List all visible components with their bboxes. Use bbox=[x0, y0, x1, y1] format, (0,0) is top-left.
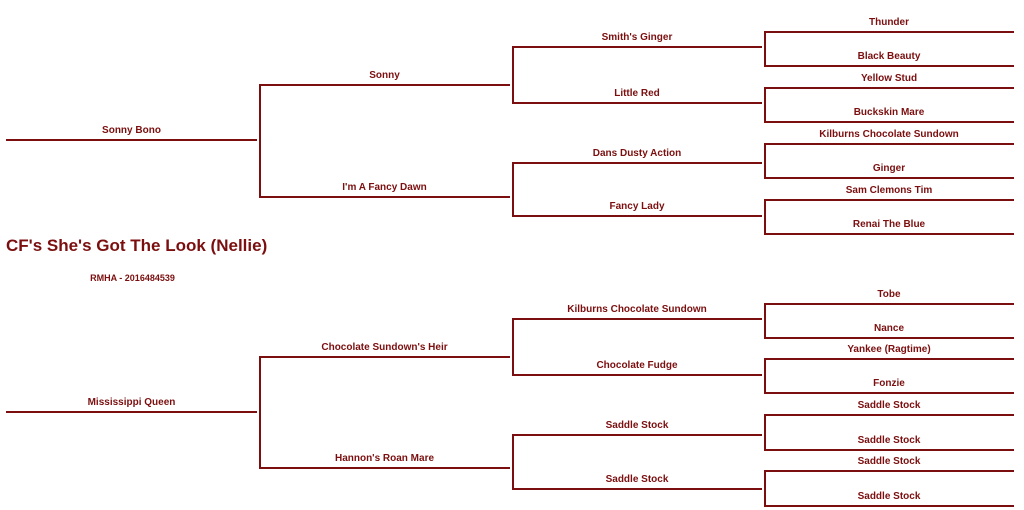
great-great-grandparent-line bbox=[764, 65, 1014, 67]
grandparent-line bbox=[259, 467, 510, 469]
great-great-grandparent-name: Renai The Blue bbox=[852, 219, 926, 230]
great-grandparent-line bbox=[512, 215, 762, 217]
grandparent-name: Hannon's Roan Mare bbox=[334, 453, 435, 464]
bracket-connector bbox=[764, 470, 766, 507]
great-grandparent-name: Smith's Ginger bbox=[601, 32, 673, 43]
great-grandparent-line bbox=[512, 162, 762, 164]
bracket-connector bbox=[259, 356, 261, 469]
great-grandparent-name: Kilburns Chocolate Sundown bbox=[567, 304, 707, 315]
grandparent-line bbox=[259, 356, 510, 358]
great-great-grandparent-line bbox=[764, 177, 1014, 179]
great-great-grandparent-line bbox=[764, 505, 1014, 507]
great-grandparent-name: Saddle Stock bbox=[605, 420, 669, 431]
bracket-connector bbox=[764, 303, 766, 339]
great-great-grandparent-line bbox=[764, 31, 1014, 33]
great-great-grandparent-name: Fonzie bbox=[873, 378, 905, 389]
great-great-grandparent-name: Buckskin Mare bbox=[853, 107, 925, 118]
great-grandparent-name: Fancy Lady bbox=[609, 201, 665, 212]
great-grandparent-line bbox=[512, 46, 762, 48]
great-great-grandparent-line bbox=[764, 337, 1014, 339]
great-grandparent-name: Chocolate Fudge bbox=[596, 360, 678, 371]
great-great-grandparent-line bbox=[764, 392, 1014, 394]
grandparent-line bbox=[259, 196, 510, 198]
great-grandparent-name: Little Red bbox=[614, 88, 660, 99]
great-great-grandparent-line bbox=[764, 449, 1014, 451]
great-great-grandparent-name: Sam Clemons Tim bbox=[845, 185, 933, 196]
great-grandparent-line bbox=[512, 318, 762, 320]
great-great-grandparent-name: Saddle Stock bbox=[857, 456, 921, 467]
great-great-grandparent-name: Thunder bbox=[869, 17, 909, 28]
great-grandparent-line bbox=[512, 102, 762, 104]
parent-name: Sonny Bono bbox=[102, 125, 161, 136]
great-great-grandparent-line bbox=[764, 414, 1014, 416]
great-great-grandparent-name: Saddle Stock bbox=[857, 435, 921, 446]
great-great-grandparent-line bbox=[764, 303, 1014, 305]
great-great-grandparent-line bbox=[764, 121, 1014, 123]
great-great-grandparent-line bbox=[764, 87, 1014, 89]
great-great-grandparent-line bbox=[764, 143, 1014, 145]
bracket-connector bbox=[512, 162, 514, 217]
great-grandparent-line bbox=[512, 434, 762, 436]
bracket-connector bbox=[512, 434, 514, 490]
grandparent-name: Chocolate Sundown's Heir bbox=[321, 342, 448, 353]
parent-line bbox=[6, 139, 257, 141]
grandparent-name: I'm A Fancy Dawn bbox=[342, 182, 427, 193]
bracket-connector bbox=[512, 318, 514, 376]
great-great-grandparent-name: Nance bbox=[873, 323, 904, 334]
great-great-grandparent-name: Tobe bbox=[877, 289, 901, 300]
great-great-grandparent-name: Ginger bbox=[872, 163, 906, 174]
great-great-grandparent-name: Black Beauty bbox=[857, 51, 921, 62]
great-great-grandparent-line bbox=[764, 199, 1014, 201]
bracket-connector bbox=[259, 84, 261, 198]
parent-name: Mississippi Queen bbox=[87, 397, 176, 408]
great-great-grandparent-name: Saddle Stock bbox=[857, 400, 921, 411]
great-great-grandparent-line bbox=[764, 358, 1014, 360]
horse-name: CF's She's Got The Look (Nellie) bbox=[6, 236, 268, 255]
bracket-connector bbox=[764, 143, 766, 179]
bracket-connector bbox=[764, 31, 766, 67]
bracket-connector bbox=[764, 87, 766, 123]
great-grandparent-line bbox=[512, 488, 762, 490]
grandparent-line bbox=[259, 84, 510, 86]
great-grandparent-line bbox=[512, 374, 762, 376]
great-great-grandparent-line bbox=[764, 470, 1014, 472]
bracket-connector bbox=[764, 414, 766, 451]
great-great-grandparent-name: Yellow Stud bbox=[860, 73, 918, 84]
great-great-grandparent-name: Saddle Stock bbox=[857, 491, 921, 502]
great-grandparent-name: Saddle Stock bbox=[605, 474, 669, 485]
great-grandparent-name: Dans Dusty Action bbox=[592, 148, 682, 159]
bracket-connector bbox=[764, 199, 766, 235]
bracket-connector bbox=[512, 46, 514, 104]
great-great-grandparent-name: Yankee (Ragtime) bbox=[847, 344, 931, 355]
grandparent-name: Sonny bbox=[369, 70, 400, 81]
registration-number: RMHA - 2016484539 bbox=[90, 273, 175, 283]
great-great-grandparent-name: Kilburns Chocolate Sundown bbox=[819, 129, 959, 140]
great-great-grandparent-line bbox=[764, 233, 1014, 235]
parent-line bbox=[6, 411, 257, 413]
bracket-connector bbox=[764, 358, 766, 394]
